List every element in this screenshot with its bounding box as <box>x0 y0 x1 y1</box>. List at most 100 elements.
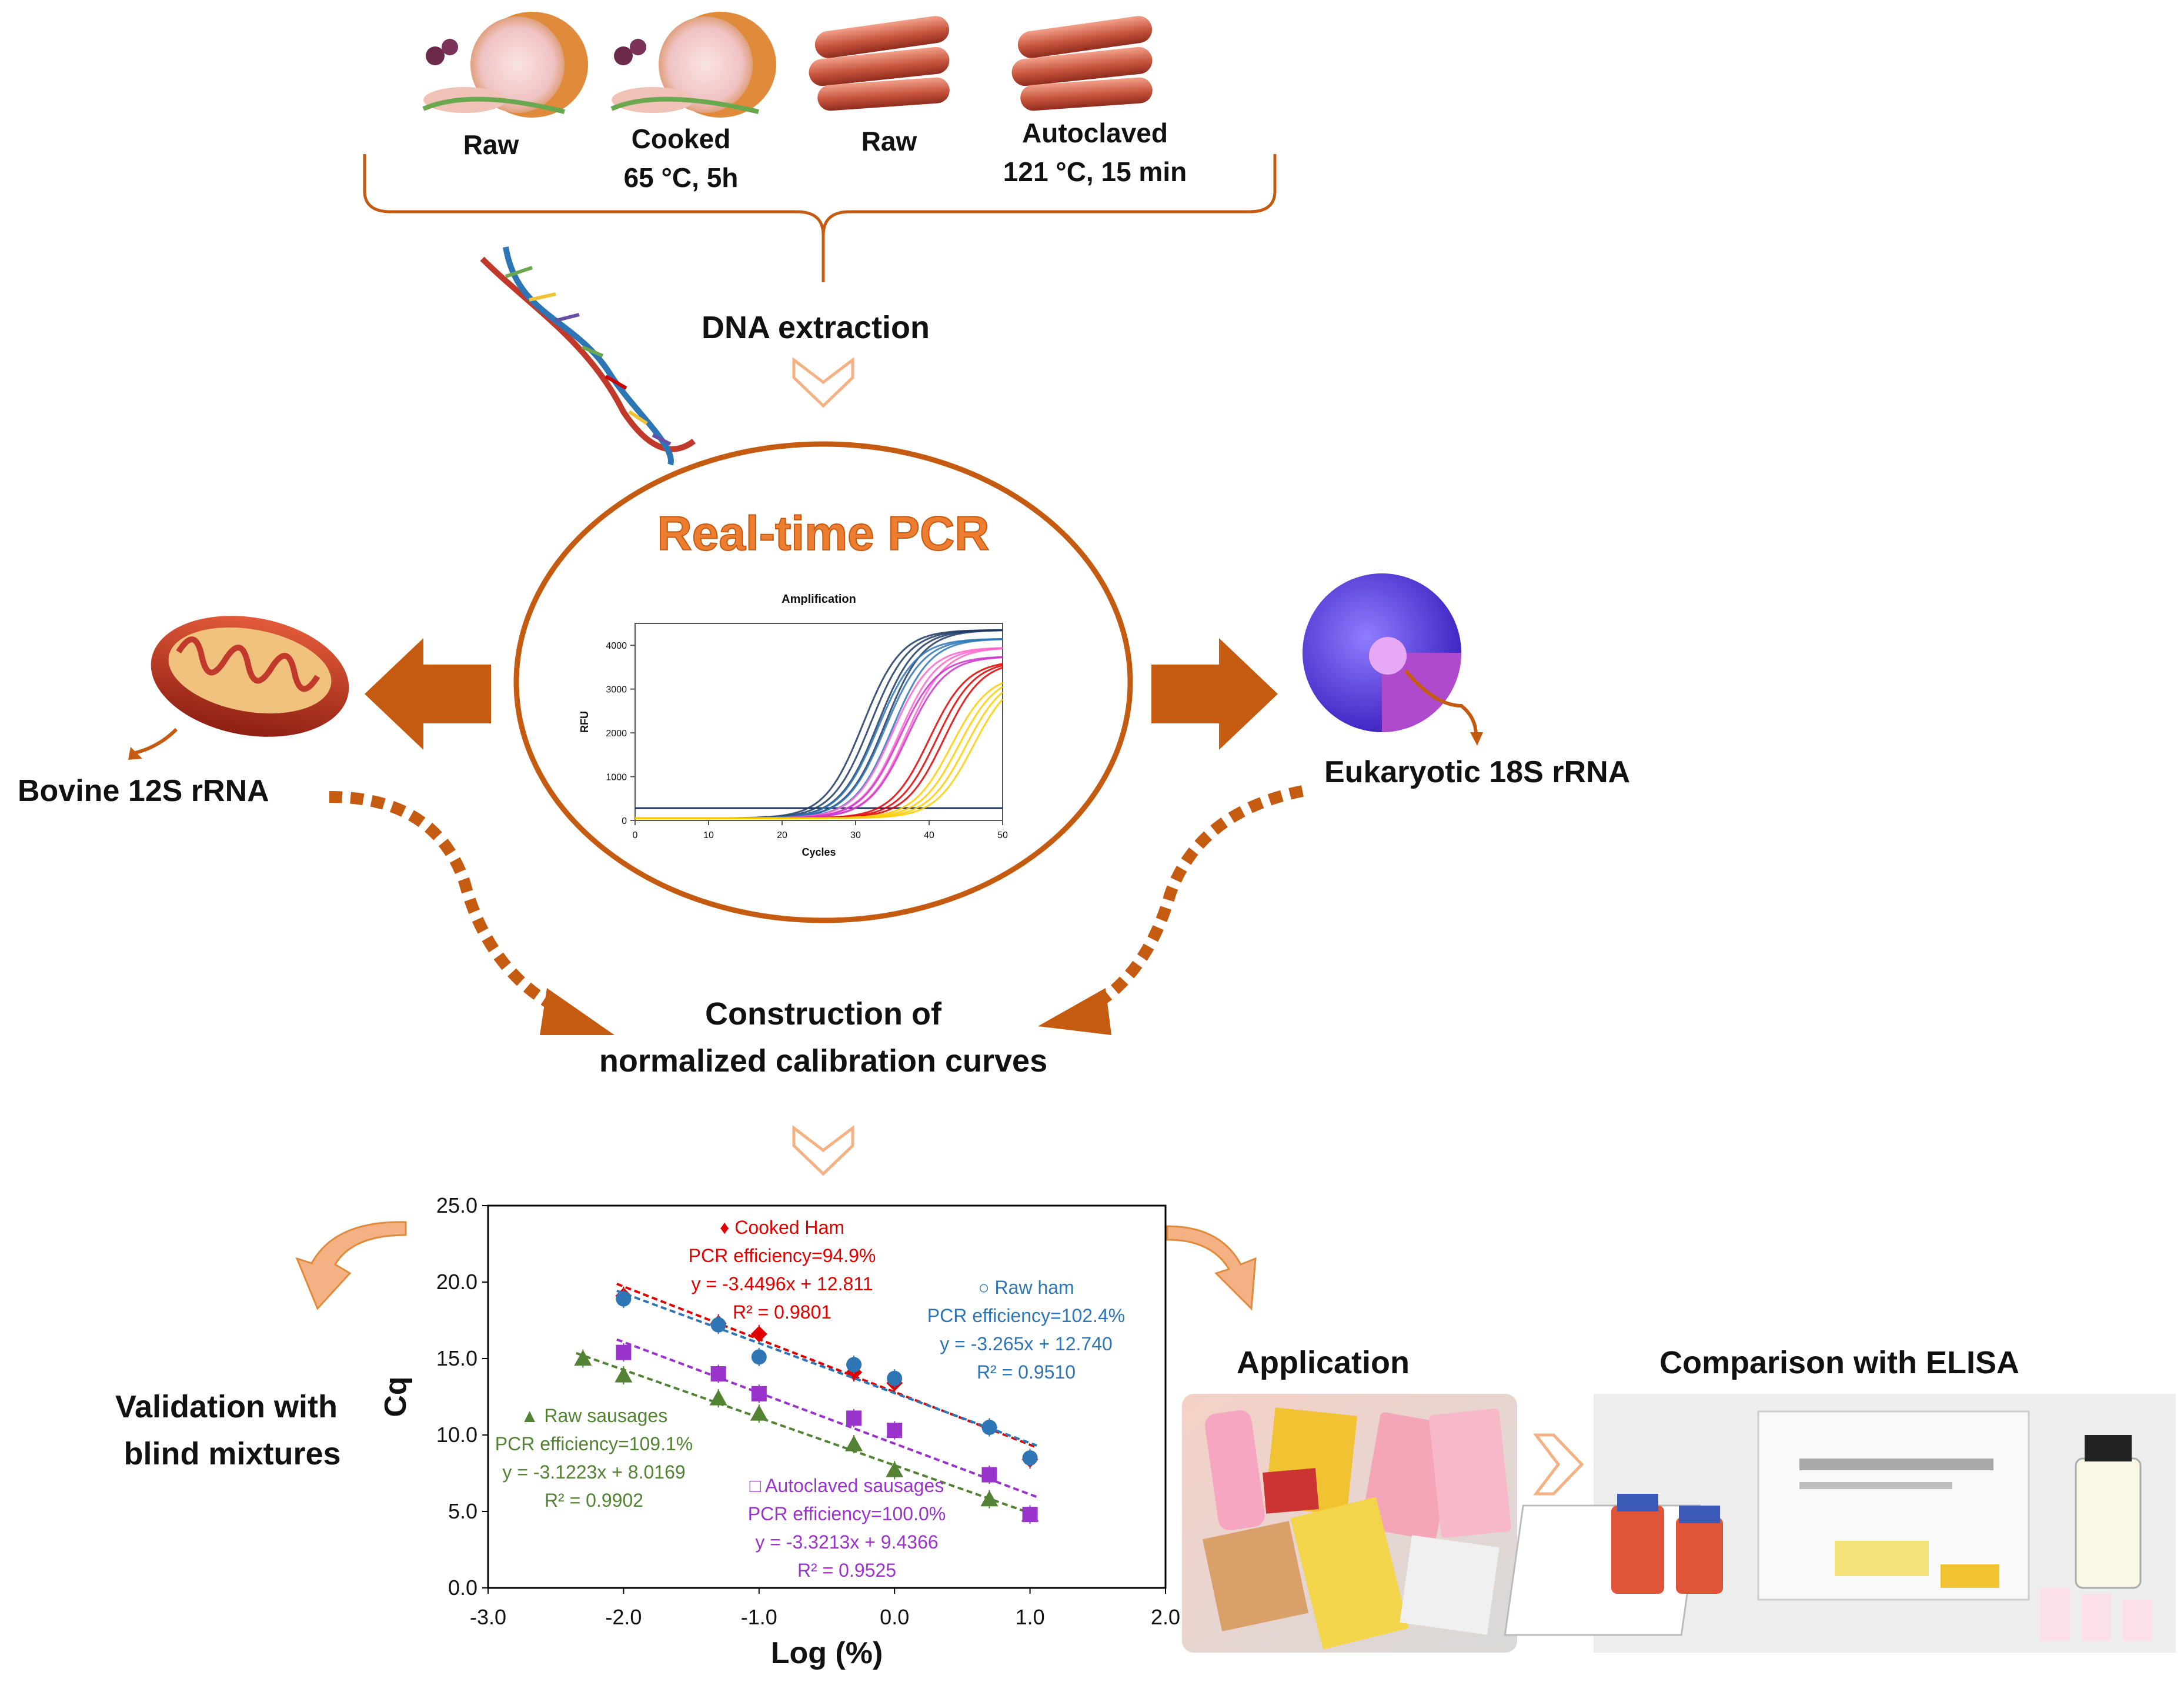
cal-xtick-label: -2.0 <box>605 1605 642 1629</box>
cal-ytick-label: 25.0 <box>436 1193 477 1217</box>
cal-series-annotation: PCR efficiency=100.0% <box>748 1503 946 1524</box>
mitochondrion-icon <box>128 616 349 760</box>
chevron-down-icon <box>792 356 854 408</box>
arrow-left-icon <box>365 638 491 750</box>
cal-series-name-text: Autoclaved sausages <box>765 1475 944 1496</box>
cal-ytick-label: 20.0 <box>436 1270 477 1294</box>
cal-point-autoclaved-sausages <box>710 1366 726 1381</box>
construction-label-line2: normalized calibration curves <box>599 1043 1047 1079</box>
chevron-down-icon <box>792 1124 854 1176</box>
amp-xtick-label: 50 <box>997 830 1008 840</box>
dotted-arrow-right <box>1085 785 1304 1014</box>
validation-label-line2: blind mixtures <box>123 1436 340 1471</box>
cal-ytick-label: 5.0 <box>448 1499 477 1523</box>
cal-point-raw-sausages <box>709 1389 727 1406</box>
dna-extraction-label: DNA extraction <box>702 310 930 345</box>
sample-raw-ham-image <box>422 12 588 118</box>
amp-xtick-label: 0 <box>633 830 638 840</box>
cal-point-raw-sausages <box>980 1490 999 1507</box>
dotted-arrow-right-head <box>1038 988 1111 1035</box>
realtime-pcr-title: Real-time PCR <box>657 507 989 560</box>
cal-xtick-label: -1.0 <box>741 1605 777 1629</box>
cal-xtick-label: 1.0 <box>1016 1605 1045 1629</box>
cal-series-annotation: R² = 0.9510 <box>977 1361 1076 1383</box>
sample-label-raw-ham: Raw <box>463 129 519 160</box>
dotted-arrow-left <box>329 791 562 1014</box>
eukaryotic-18s-label: Eukaryotic 18S rRNA <box>1324 755 1630 789</box>
sample-label-raw-sausage: Raw <box>861 126 917 156</box>
application-photo <box>1182 1394 1517 1653</box>
amp-ytick-label: 0 <box>622 816 627 826</box>
curved-arrow-right-icon <box>1166 1225 1257 1311</box>
application-label: Application <box>1237 1345 1410 1380</box>
cal-point-raw-sausages <box>845 1435 863 1451</box>
amp-xlabel: Cycles <box>802 846 836 858</box>
cal-series-name-text: Raw ham <box>995 1277 1074 1298</box>
cal-ylabel: Cq <box>379 1376 413 1417</box>
amp-xtick-label: 30 <box>850 830 861 840</box>
cal-point-cooked-ham <box>750 1326 767 1343</box>
cal-point-raw-ham <box>1022 1450 1038 1466</box>
cal-point-autoclaved-sausages <box>887 1423 903 1439</box>
elisa-comparison-label: Comparison with ELISA <box>1659 1345 2019 1380</box>
cal-plot-frame <box>487 1204 1167 1589</box>
amp-title: Amplification <box>782 593 856 606</box>
cal-point-raw-sausages <box>574 1350 592 1366</box>
cal-point-autoclaved-sausages <box>846 1410 862 1426</box>
cal-series-marker-glyph: ▲ <box>520 1405 545 1426</box>
cal-xlabel: Log (%) <box>771 1636 883 1670</box>
cal-point-raw-sausages <box>886 1461 904 1477</box>
cal-series-annotation: y = -3.4496x + 12.811 <box>692 1273 873 1294</box>
cal-point-raw-sausages <box>750 1404 768 1421</box>
elisa-kit-photo <box>1504 1394 2176 1653</box>
cal-trendline <box>576 1351 1037 1517</box>
cal-point-autoclaved-sausages <box>981 1467 997 1483</box>
curved-arrow-left-icon <box>295 1221 407 1310</box>
sample-sublabel-autoclaved-sausage: 121 °C, 15 min <box>1003 156 1187 187</box>
sample-label-autoclaved-sausage: Autoclaved <box>1022 118 1168 148</box>
cal-xtick-label: 0.0 <box>880 1605 909 1629</box>
cal-series-marker-glyph: ○ <box>978 1277 994 1298</box>
cal-point-autoclaved-sausages <box>751 1386 767 1401</box>
amp-xtick-label: 40 <box>924 830 934 840</box>
cal-point-autoclaved-sausages <box>1022 1507 1038 1523</box>
cal-series-name: ▲ Raw sausages <box>520 1405 667 1426</box>
amp-xtick-label: 20 <box>777 830 787 840</box>
sample-group-brace <box>363 154 1277 282</box>
cal-series-name: □ Autoclaved sausages <box>750 1475 944 1496</box>
cal-point-raw-ham <box>981 1420 997 1435</box>
sample-cooked-ham-image <box>610 12 776 118</box>
cal-series-annotation: PCR efficiency=109.1% <box>495 1433 693 1454</box>
cal-series-annotation: y = -3.265x + 12.740 <box>940 1333 1113 1354</box>
cal-series-annotation: y = -3.3213x + 9.4366 <box>755 1531 938 1553</box>
amp-ylabel: RFU <box>579 711 590 733</box>
cal-series-name-text: Raw sausages <box>544 1405 667 1426</box>
cal-xtick-label: -3.0 <box>470 1605 506 1629</box>
amp-ytick-label: 2000 <box>606 729 627 739</box>
sample-sublabel-cooked-ham: 65 °C, 5h <box>624 162 739 193</box>
amp-ytick-label: 4000 <box>606 641 627 651</box>
cal-series-annotation: PCR efficiency=102.4% <box>927 1305 1125 1326</box>
cal-series-annotation: y = -3.1223x + 8.0169 <box>502 1461 685 1483</box>
amp-curve <box>635 699 1004 819</box>
cal-point-autoclaved-sausages <box>616 1344 632 1360</box>
cal-series-annotation: PCR efficiency=94.9% <box>689 1245 876 1266</box>
cal-series-name: ○ Raw ham <box>978 1277 1074 1298</box>
amp-plot-frame <box>635 623 1003 821</box>
cal-series-annotation: R² = 0.9525 <box>797 1560 896 1581</box>
realtime-pcr-ellipse <box>513 441 1133 923</box>
chevron-right-icon <box>1532 1433 1584 1496</box>
amp-xtick-label: 10 <box>703 830 714 840</box>
validation-label-line1: Validation with <box>115 1389 338 1424</box>
cal-point-raw-ham <box>751 1349 767 1365</box>
cal-point-raw-ham <box>887 1370 903 1386</box>
arrow-right-icon <box>1151 638 1278 750</box>
cal-series-name: ♦ Cooked Ham <box>720 1217 844 1238</box>
cal-point-raw-ham <box>616 1291 632 1307</box>
cal-point-raw-sausages <box>615 1366 633 1383</box>
cal-series-annotation: R² = 0.9801 <box>733 1301 831 1323</box>
cal-ytick-label: 10.0 <box>436 1423 477 1447</box>
